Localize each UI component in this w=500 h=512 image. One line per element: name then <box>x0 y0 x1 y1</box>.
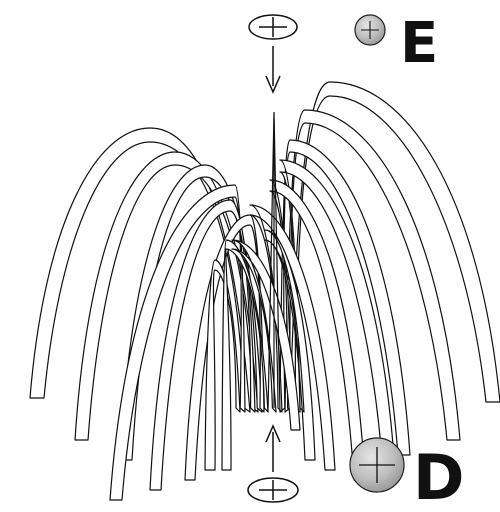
label-e: E <box>400 11 438 76</box>
water-jet-arcs <box>30 82 500 500</box>
label-d: D <box>413 441 464 512</box>
textured-plus-disc-icon <box>355 15 385 45</box>
arrow-down-icon <box>266 46 280 92</box>
textured-plus-disc-icon <box>350 438 404 492</box>
bottom-adjust-symbol <box>248 478 298 502</box>
top-adjust-symbol <box>249 15 297 39</box>
arrow-up-icon <box>266 426 280 472</box>
